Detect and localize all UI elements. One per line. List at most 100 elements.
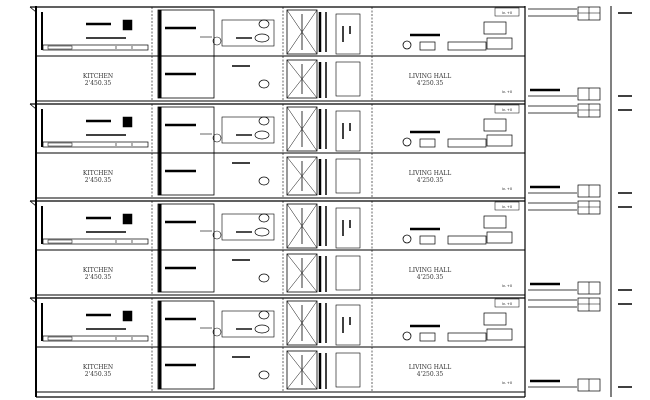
level-tag-bottom: lv. +0 — [502, 284, 512, 288]
kitchen-sink — [47, 239, 73, 244]
living-hall-label: LIVING HALL — [409, 170, 452, 177]
kitchen-sink — [47, 142, 73, 147]
shaft-grid — [335, 61, 361, 97]
living-hall-area: 4'250.35 — [417, 274, 444, 281]
kitchen-sink — [47, 336, 73, 341]
kitchen-label: KITCHEN — [83, 267, 113, 274]
stair-flight — [286, 59, 318, 99]
level-tag-bottom: lv. +0 — [502, 90, 512, 94]
toilet-room — [221, 213, 275, 241]
kitchen-worktop — [42, 141, 149, 148]
services-block — [157, 106, 215, 196]
shaft-grid — [335, 110, 361, 152]
living-hall-label: LIVING HALL — [409, 364, 452, 371]
kitchen-area: 2'450.35 — [85, 80, 112, 87]
toilet-room — [221, 116, 275, 144]
shaft-grid — [335, 158, 361, 194]
wc-bowl — [258, 310, 270, 320]
cabinet — [483, 118, 507, 132]
kitchen-label: KITCHEN — [83, 170, 113, 177]
coffee-table — [419, 235, 436, 245]
stair-flight — [286, 300, 318, 346]
wc-bowl — [258, 19, 270, 29]
kitchen-worktop — [42, 238, 149, 245]
shaft-grid — [335, 352, 361, 388]
stair-flight — [286, 156, 318, 196]
living-hall-area: 4'250.35 — [417, 177, 444, 184]
kitchen-worktop — [42, 335, 149, 342]
level-tag-box — [494, 104, 520, 114]
kitchen-fixture — [122, 116, 133, 128]
kitchen-fixture — [122, 310, 133, 322]
level-tag-box — [494, 7, 520, 17]
stair-flight — [286, 203, 318, 249]
level-tag-top: lv. +0 — [502, 108, 512, 112]
cabinet — [483, 21, 507, 35]
sofa — [447, 235, 487, 245]
kitchen-label: KITCHEN — [83, 73, 113, 80]
band-corner-line — [29, 297, 37, 304]
band-corner-line — [29, 6, 37, 13]
kitchen-fixture — [122, 19, 133, 31]
kitchen-area: 2'450.35 — [85, 274, 112, 281]
wc-bowl — [258, 370, 270, 380]
living-hall-area: 4'250.35 — [417, 371, 444, 378]
band-corner-line — [29, 200, 37, 207]
sofa — [447, 332, 487, 342]
stair-flight — [286, 106, 318, 152]
band-corner-line — [29, 103, 37, 110]
toilet-room — [221, 310, 275, 338]
door-swing — [212, 36, 222, 46]
wc-bowl — [258, 273, 270, 283]
shaft-grid — [335, 304, 361, 346]
basin — [254, 324, 270, 334]
kitchen-worktop — [42, 44, 149, 51]
armchair — [402, 40, 412, 50]
kitchen-area: 2'450.35 — [85, 177, 112, 184]
wc-bowl — [258, 116, 270, 126]
kitchen-area: 2'450.35 — [85, 371, 112, 378]
services-block — [157, 300, 215, 390]
shaft-grid — [335, 13, 361, 55]
level-tag-top: lv. +0 — [502, 302, 512, 306]
toilet-room — [221, 19, 275, 47]
level-tag-box — [494, 201, 520, 211]
shaft-grid — [335, 255, 361, 291]
stair-flight — [286, 9, 318, 55]
level-tag-bottom: lv. +0 — [502, 381, 512, 385]
coffee-table — [419, 138, 436, 148]
armchair — [402, 331, 412, 341]
kitchen-sink — [47, 45, 73, 50]
sofa — [447, 41, 487, 51]
level-tag-bottom: lv. +0 — [502, 187, 512, 191]
basin — [254, 130, 270, 140]
cabinet — [483, 215, 507, 229]
coffee-table — [419, 332, 436, 342]
kitchen-fixture — [122, 213, 133, 225]
coffee-table — [419, 41, 436, 51]
cabinet — [483, 312, 507, 326]
basin — [254, 33, 270, 43]
shaft-grid — [335, 207, 361, 249]
wc-bowl — [258, 176, 270, 186]
level-tag-box — [494, 298, 520, 308]
sideboard — [486, 37, 513, 50]
living-hall-label: LIVING HALL — [409, 73, 452, 80]
sideboard — [486, 328, 513, 341]
door-swing — [212, 133, 222, 143]
sideboard — [486, 134, 513, 147]
living-hall-label: LIVING HALL — [409, 267, 452, 274]
wc-bowl — [258, 213, 270, 223]
sideboard — [486, 231, 513, 244]
armchair — [402, 234, 412, 244]
stair-flight — [286, 350, 318, 390]
level-tag-top: lv. +0 — [502, 205, 512, 209]
services-block — [157, 203, 215, 293]
level-tag-top: lv. +0 — [502, 11, 512, 15]
door-swing — [212, 230, 222, 240]
stair-flight — [286, 253, 318, 293]
living-hall-area: 4'250.35 — [417, 80, 444, 87]
